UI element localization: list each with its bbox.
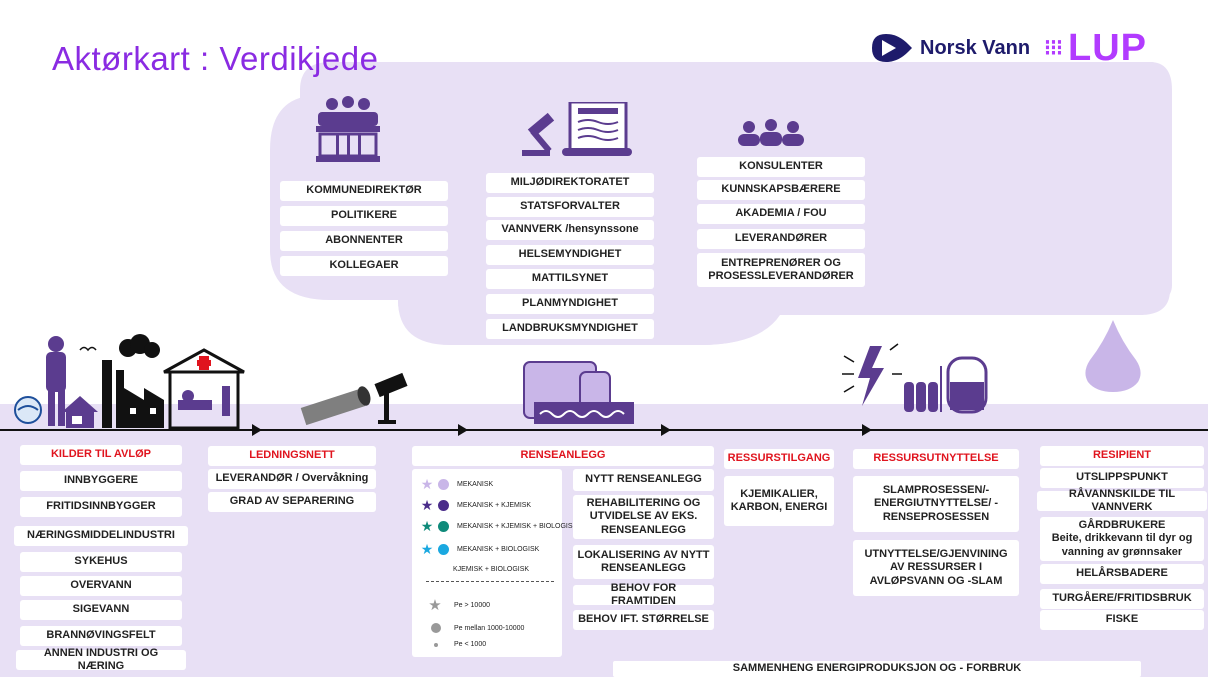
kilder-item: SYKEHUS — [20, 552, 182, 572]
size-label: Pe mellan 1000-10000 — [454, 624, 525, 632]
legend-row-mek-kjem: ★ MEKANISK + KJEMISK — [420, 498, 531, 512]
rense-item: BEHOV IFT. STØRRELSE — [573, 610, 714, 630]
circle-swatch-icon — [438, 543, 449, 555]
size-row-medium: Pe mellan 1000-10000 — [431, 623, 524, 633]
star-icon: ★ — [420, 476, 434, 492]
stakeholder-kunnskapsbaerere: KUNNSKAPSBÆRERE — [697, 180, 865, 200]
star-icon: ★ — [420, 497, 434, 513]
rense-item: LOKALISERING AV NYTT RENSEANLEGG — [573, 545, 714, 579]
size-medium-icon — [431, 623, 441, 633]
resipient-item: FISKE — [1040, 610, 1204, 630]
ledning-item: GRAD AV SEPARERING — [208, 492, 376, 512]
star-icon: ★ — [420, 541, 434, 557]
kilder-item: SIGEVANN — [20, 600, 182, 620]
stakeholder-kollegaer: KOLLEGAER — [280, 256, 448, 276]
legend-row-mek-kjem-bio: ★ MEKANISK + KJEMISK + BIOLOGISK — [420, 518, 578, 534]
ledning-item: LEVERANDØR / Overvåkning — [208, 469, 376, 489]
rense-header: RENSEANLEGG — [412, 446, 714, 466]
kilder-item: FRITIDSINNBYGGER — [20, 497, 182, 517]
star-icon: ★ — [428, 597, 442, 614]
size-small-icon — [434, 642, 438, 647]
logo: Norsk Vann ⁝⁝⁝ LUP — [868, 26, 1148, 69]
legend-row-mekanisk: ★ MEKANISK — [420, 477, 493, 491]
ressurstilgang-header: RESSURSTILGANG — [724, 449, 834, 469]
ressursutnyttelse-item: SLAMPROSESSEN/- ENERGIUTNYTTELSE/ - RENS… — [853, 476, 1019, 532]
kilder-item: NÆRINGSMIDDELINDUSTRI — [14, 526, 188, 546]
stakeholder-entreprenorer: ENTREPRENØRER OG PROSESSLEVERANDØRER — [697, 253, 865, 287]
water-drop-icon — [1085, 320, 1141, 392]
size-label: Pe > 10000 — [454, 602, 491, 609]
ressurstilgang-item: KJEMIKALIER, KARBON, ENERGI — [724, 476, 834, 526]
resipient-item: GÅRDBRUKERE — [1078, 519, 1166, 532]
lup-dots-icon: ⁝⁝⁝ — [1044, 35, 1063, 60]
stakeholder-helsemyndighet: HELSEMYNDIGHET — [486, 245, 654, 265]
size-label: Pe < 1000 — [454, 641, 487, 648]
resipient-header: RESIPIENT — [1040, 446, 1204, 466]
norsk-vann-label: Norsk Vann — [920, 36, 1031, 59]
size-row-large: ★ Pe > 10000 — [428, 598, 490, 613]
stakeholder-statsforvalter: STATSFORVALTER — [486, 197, 654, 217]
norsk-vann-logo-icon — [872, 34, 912, 62]
legend-label: KJEMISK + BIOLOGISK — [453, 566, 530, 573]
legend-label: MEKANISK — [457, 480, 494, 488]
rense-item: BEHOV FOR FRAMTIDEN — [573, 582, 714, 607]
rense-item: NYTT RENSEANLEGG — [573, 469, 714, 491]
stakeholder-abonnenter: ABONNENTER — [280, 231, 448, 251]
kilder-item: ANNEN INDUSTRI OG NÆRING — [16, 647, 186, 672]
stakeholder-miljodirektoratet: MILJØDIREKTORATET — [486, 173, 654, 193]
resipient-item: RÅVANNSKILDE TIL VANNVERK — [1037, 488, 1207, 513]
kilder-item: BRANNØVINGSFELT — [20, 626, 182, 646]
stakeholder-konsulenter: KONSULENTER — [697, 157, 865, 177]
lup-label: LUP — [1068, 26, 1148, 69]
sources-illustration-icon — [14, 334, 245, 430]
circle-swatch-icon — [438, 499, 449, 511]
pipe-camera-icon — [300, 372, 408, 426]
legend-row-mek-bio: ★ MEKANISK + BIOLOGISK — [420, 541, 540, 557]
legend-label: MEKANISK + BIOLOGISK — [457, 545, 540, 553]
legend-row-kjem-bio: KJEMISK + BIOLOGISK — [453, 566, 529, 573]
page-title: Aktørkart : Verdikjede — [52, 40, 379, 77]
resipient-item: UTSLIPPSPUNKT — [1040, 468, 1204, 488]
resipient-item: HELÅRSBADERE — [1040, 564, 1204, 584]
star-icon: ★ — [420, 518, 434, 534]
stakeholder-landbruksmyndighet: LANDBRUKSMYNDIGHET — [486, 319, 654, 339]
energy-tanks-icon — [842, 343, 988, 414]
circle-swatch-icon — [438, 478, 449, 490]
kilder-header: KILDER TIL AVLØP — [20, 445, 182, 465]
people-group-icon — [738, 119, 804, 146]
ledning-header: LEDNINGSNETT — [208, 446, 376, 466]
footer-banner: SAMMENHENG ENERGIPRODUKSJON OG - FORBRUK — [613, 661, 1141, 677]
resipient-gardbrukere-box: GÅRDBRUKERE Beite, drikkevann til dyr og… — [1040, 517, 1204, 561]
legend-divider — [426, 581, 554, 582]
kilder-item: INNBYGGERE — [20, 471, 182, 491]
rense-item: REHABILITERING OG UTVIDELSE AV EKS. RENS… — [573, 495, 714, 539]
stakeholder-kommunedirektor: KOMMUNEDIREKTØR — [280, 181, 448, 201]
stakeholder-vannverk: VANNVERK /hensynssone — [486, 220, 654, 240]
stakeholder-politikere: POLITIKERE — [280, 206, 448, 226]
resipient-item-detail: Beite, drikkevann til dyr og vanning av … — [1051, 532, 1193, 558]
legend-label: MEKANISK + KJEMISK — [457, 501, 532, 509]
circle-swatch-icon — [438, 520, 449, 532]
legend-label: MEKANISK + KJEMISK + BIOLOGISK — [457, 522, 578, 530]
resipient-item: TURGÅERE/FRITIDSBRUK — [1040, 589, 1204, 609]
council-icon — [316, 96, 380, 162]
size-row-small: Pe < 1000 — [434, 641, 486, 648]
ressursutnyttelse-item: UTNYTTELSE/GJENVINING AV RESSURSER I AVL… — [853, 540, 1019, 596]
law-document-icon — [522, 102, 632, 156]
ressursutnyttelse-header: RESSURSUTNYTTELSE — [853, 449, 1019, 469]
kilder-item: OVERVANN — [20, 576, 182, 596]
stakeholder-akademia: AKADEMIA / FOU — [697, 204, 865, 224]
stakeholder-leverandorer: LEVERANDØRER — [697, 229, 865, 249]
stakeholder-planmyndighet: PLANMYNDIGHET — [486, 294, 654, 314]
stakeholder-mattilsynet: MATTILSYNET — [486, 269, 654, 289]
treatment-plant-icon — [523, 361, 634, 424]
